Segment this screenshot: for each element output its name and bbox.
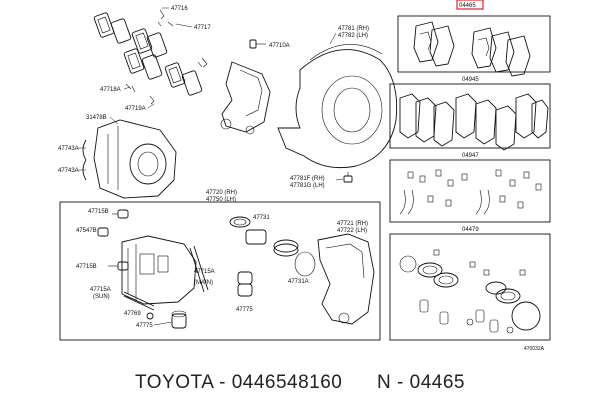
disc-dust-shield	[277, 44, 398, 169]
label-47716: 47716	[171, 6, 188, 12]
anti-squeal-shims-04945	[399, 93, 549, 151]
label-47769: 47769	[124, 311, 141, 317]
label-47750-lh: 47750 (LH)	[206, 197, 236, 203]
label-47715b-2: 47715B	[76, 264, 97, 270]
part-number-footer: TOYOTA - 0446548160 N - 04465	[0, 365, 600, 400]
label-47717: 47717	[194, 25, 211, 31]
footer-text: TOYOTA - 0446548160 N - 04465	[135, 371, 465, 393]
pad-kit-box-04465	[397, 15, 551, 73]
label-04465: 04465	[459, 3, 476, 9]
highlight-04465	[456, 0, 484, 10]
label-47721-rh: 47721 (RH)	[337, 221, 368, 227]
shim-kit-box-04945	[389, 83, 551, 149]
label-47731: 47731	[253, 215, 270, 221]
brake-pads-04465	[413, 21, 531, 77]
label-04947: 04947	[462, 153, 479, 159]
caliper-assembly-lower	[97, 209, 209, 329]
label-47743a-2: 47743A	[58, 168, 79, 174]
caliper-repair-kit-04479	[399, 249, 541, 334]
label-47710a: 47710A	[269, 43, 290, 49]
label-47718a: 47718A	[100, 87, 121, 93]
label-04945: 04945	[462, 77, 479, 83]
label-47775-2: 47775	[236, 307, 253, 313]
label-47722-lh: 47722 (LH)	[337, 228, 367, 234]
caliper-mounting-bracket	[220, 39, 271, 135]
label-47775-1: 47775	[136, 323, 153, 329]
label-04479: 04479	[462, 227, 479, 233]
label-47715a-main: 47715A	[194, 269, 215, 275]
label-47781g: 47781G (LH)	[290, 183, 325, 189]
bleeder-plug	[343, 172, 353, 183]
label-sun: (SUN)	[93, 294, 110, 300]
pad-group-upper-left	[93, 9, 208, 105]
label-47719a: 47719A	[125, 106, 146, 112]
label-47720-rh: 47720 (RH)	[206, 190, 237, 196]
label-47715b-1: 47715B	[88, 209, 109, 215]
label-main: (MAIN)	[194, 280, 213, 286]
caliper-body-upper	[82, 119, 177, 199]
caliper-mounting-bracket-lower	[317, 233, 375, 325]
label-47781-rh: 47781 (RH)	[338, 26, 369, 32]
label-47547b: 47547B	[76, 228, 97, 234]
label-ref-470032a: 470032A	[524, 346, 545, 352]
label-47743a-1: 47743A	[58, 146, 79, 152]
piston-seal-kit	[229, 216, 316, 297]
fitting-kit-box-04947	[389, 159, 551, 223]
label-31478b: 31478B	[86, 115, 107, 121]
label-47782-lh: 47782 (LH)	[338, 33, 368, 39]
label-47781f: 47781F (RH)	[290, 176, 325, 182]
label-47715a-sun: 47715A	[90, 287, 111, 293]
pad-fitting-kit-04947	[399, 169, 542, 215]
repair-kit-box-04479	[389, 233, 551, 341]
caliper-assembly-box	[59, 201, 381, 341]
label-47731a: 47731A	[288, 279, 309, 285]
